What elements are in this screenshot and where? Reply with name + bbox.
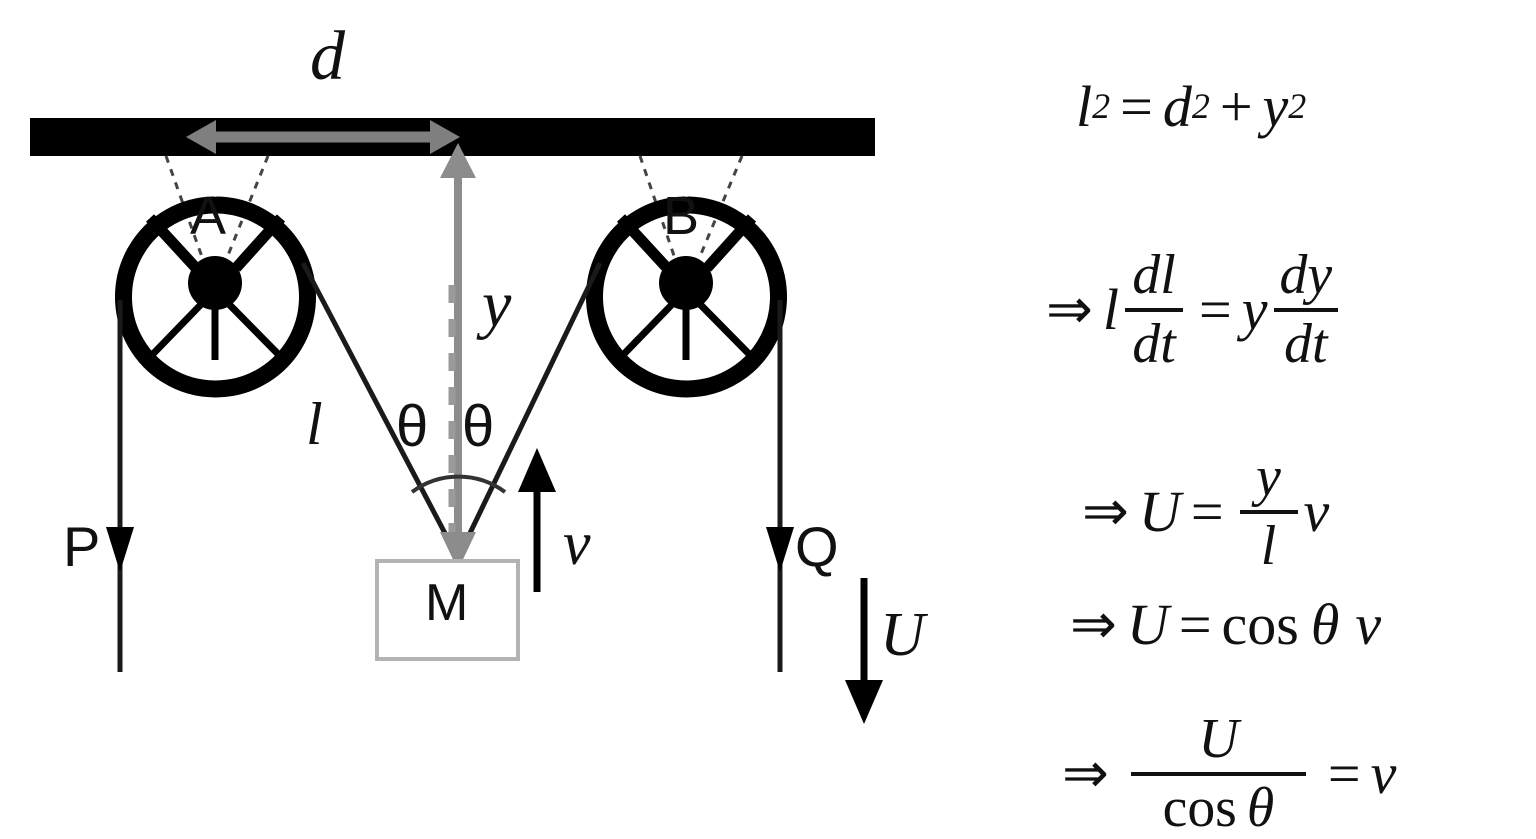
eq2-fraction: y l [1239, 446, 1298, 578]
rope-left-segment [300, 261, 461, 560]
pulley-a-rim [115, 196, 316, 398]
pulley-b-notch-left [616, 214, 672, 272]
eq3-implies-icon: ⇒ [1070, 594, 1117, 656]
eq1-rhs: y [1241, 277, 1268, 343]
eq1-denominator-right: dt [1284, 313, 1328, 376]
eq3-theta: θ [1310, 592, 1340, 657]
equation-1: ⇒ l dl dt = y dy dt [1046, 244, 1344, 376]
eq4-tail: v [1370, 741, 1397, 807]
pulley-a [115, 196, 316, 398]
d-measure-arrowhead-right [430, 120, 460, 154]
pulley-a-notch-right [231, 214, 286, 272]
u-velocity-arrow [845, 578, 883, 724]
label-pulley-a: A [190, 186, 227, 246]
rope-right-segment [455, 261, 603, 560]
eq2-denominator: l [1260, 515, 1277, 578]
eq4-fraction-bar [1130, 772, 1306, 777]
y-measure-arrow [440, 143, 476, 570]
eq1-fraction-bar-left [1125, 308, 1184, 313]
label-theta-left: θ [396, 394, 429, 459]
v-arrow-head [518, 448, 556, 492]
eq2-numerator: y [1256, 446, 1281, 508]
eq1-fraction-right: dy dt [1273, 244, 1339, 376]
label-v: v [563, 510, 591, 578]
eq1-fraction-bar-right [1273, 308, 1339, 313]
eq1-numerator-left: dl [1132, 244, 1176, 306]
angle-arc [410, 474, 507, 494]
eq1-equals: = [1199, 277, 1232, 343]
pulley-b-notch-right [702, 214, 757, 272]
eq4-denominator-theta: θ [1246, 777, 1275, 839]
y-measure-arrowhead-bottom [440, 532, 476, 570]
y-measure-arrowhead-top [440, 143, 476, 178]
eq3-cos: cos [1221, 592, 1299, 657]
pulley-b-hub [659, 256, 713, 310]
rope-p-arrowhead [106, 527, 134, 572]
label-theta-right: θ [462, 394, 495, 459]
eq4-numerator: U [1198, 708, 1239, 770]
rope-q-arrowhead [766, 527, 794, 572]
label-y: y [482, 268, 512, 341]
eq1-lhs: l [1102, 277, 1120, 343]
label-d: d [310, 18, 345, 95]
pulley-system-diagram: d y l θ θ v M P Q U A B [30, 18, 925, 724]
eq2-equals: = [1190, 479, 1224, 545]
label-p: P [63, 515, 101, 578]
eq1-implies-icon: ⇒ [1046, 279, 1093, 342]
eq0-rhs-a-exponent: 2 [1191, 86, 1210, 127]
u-arrow-head [845, 680, 883, 724]
label-mass-m: M [425, 574, 469, 632]
eq2-implies-icon: ⇒ [1082, 481, 1129, 544]
pulley-b [586, 196, 787, 398]
eq1-denominator-left: dt [1132, 313, 1176, 376]
pulley-b-rim [586, 196, 787, 398]
diagram-svg [30, 118, 883, 724]
eq4-denominator-cos: cos [1162, 777, 1237, 839]
eq3-lhs: U [1126, 592, 1169, 657]
pulley-a-hub [188, 256, 242, 310]
label-q: Q [795, 515, 839, 578]
d-measure-arrow [186, 120, 460, 154]
eq0-plus: + [1219, 74, 1253, 139]
label-pulley-b: B [663, 186, 700, 246]
d-measure-arrowhead-left [186, 120, 216, 154]
eq2-lhs: U [1138, 479, 1181, 545]
eq0-equals: = [1120, 74, 1153, 139]
label-l: l [306, 391, 323, 457]
v-velocity-arrow [518, 448, 556, 592]
eq3-tail: v [1355, 592, 1382, 657]
eq0-rhs-b: y [1262, 74, 1289, 139]
eq2-fraction-bar [1239, 510, 1298, 515]
mass-block [375, 559, 520, 661]
eq0-lhs-exponent: 2 [1092, 86, 1111, 127]
label-u: U [880, 601, 925, 669]
eq1-fraction-left: dl dt [1125, 244, 1184, 376]
eq0-rhs-a: d [1162, 74, 1192, 139]
eq4-equals: = [1327, 741, 1361, 807]
equation-2: ⇒ U = y l v [1082, 446, 1330, 578]
eq0-rhs-b-exponent: 2 [1288, 86, 1307, 127]
pulley-a-notch-left [145, 214, 201, 272]
eq2-tail: v [1303, 479, 1330, 545]
eq4-implies-icon: ⇒ [1062, 743, 1109, 806]
equation-3: ⇒ U = cos θ v [1070, 596, 1381, 654]
eq3-equals: = [1178, 592, 1212, 657]
eq0-lhs: l [1076, 74, 1093, 139]
eq1-numerator-right: dy [1279, 244, 1333, 306]
